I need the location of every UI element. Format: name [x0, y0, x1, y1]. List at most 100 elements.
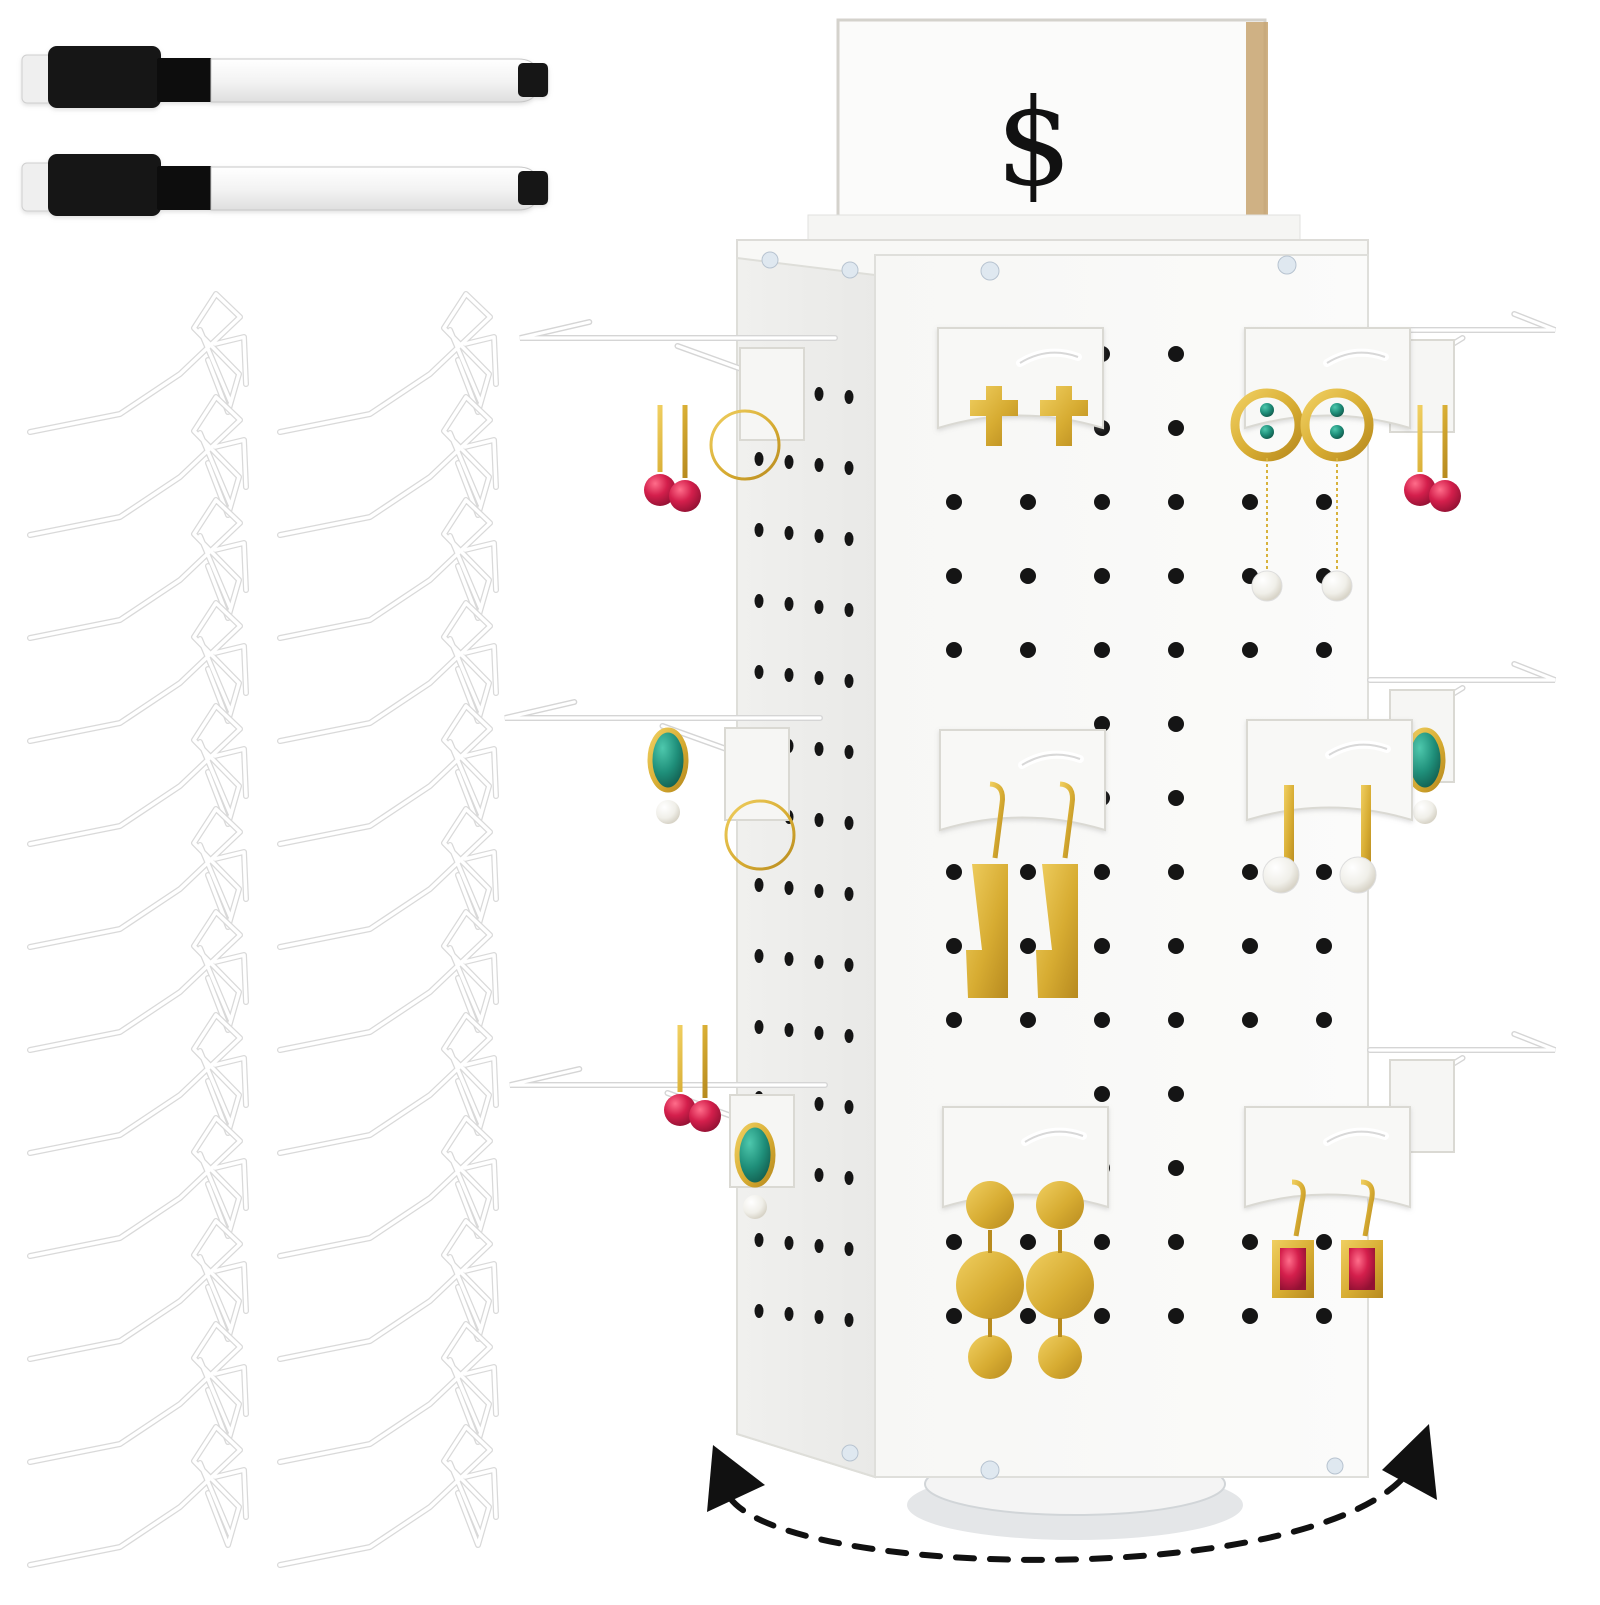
side-pegboard-hole: [844, 1313, 854, 1327]
earring-card: [1230, 327, 1411, 602]
wall-hook: [277, 394, 499, 538]
side-pegboard-hole: [844, 390, 854, 404]
rotate-right-arrow: [1382, 1424, 1437, 1500]
wall-hook: [277, 703, 499, 847]
pegboard-hole: [1094, 938, 1110, 954]
bar-earring: [966, 864, 1008, 998]
pegboard-hole: [1242, 1012, 1258, 1028]
wall-hook: [277, 1218, 499, 1362]
wall-hook: [277, 600, 499, 744]
side-pegboard-hole: [814, 1239, 824, 1253]
side-pegboard-hole: [754, 665, 764, 679]
pegboard-hole: [1316, 642, 1332, 658]
side-pegboard-hole: [814, 742, 824, 756]
pegboard-hole: [1316, 1012, 1332, 1028]
side-pegboard-hole: [754, 594, 764, 608]
side-display-hook: [519, 319, 838, 441]
pegboard-hole: [1020, 494, 1036, 510]
pegboard-hole: [1094, 864, 1110, 880]
pegboard-hole: [1020, 1012, 1036, 1028]
pegboard-hole: [1094, 642, 1110, 658]
pegboard-hole: [1316, 1308, 1332, 1324]
earring-card: [942, 1106, 1109, 1379]
pearl-bar-earring: [1284, 785, 1294, 875]
side-pegboard-hole: [844, 1242, 854, 1256]
earring-card: [1246, 719, 1413, 894]
cross-earring: [1040, 386, 1088, 446]
side-pegboard-hole: [844, 603, 854, 617]
wall-hook: [277, 291, 499, 435]
side-pegboard-hole: [844, 1100, 854, 1114]
pegboard-hole: [1168, 642, 1184, 658]
side-pegboard-hole: [814, 458, 824, 472]
pegboard-hole: [1316, 1234, 1332, 1250]
side-pegboard-hole: [844, 1171, 854, 1185]
side-pegboard-hole: [844, 816, 854, 830]
side-pegboard-hole: [814, 387, 824, 401]
side-pegboard-hole: [814, 671, 824, 685]
pegboard-hole: [1020, 1234, 1036, 1250]
side-pegboard-hole: [784, 881, 794, 895]
pegboard-hole: [1168, 568, 1184, 584]
side-pegboard-hole: [814, 1310, 824, 1324]
side-pegboard-hole: [784, 668, 794, 682]
pegboard-hole: [1094, 568, 1110, 584]
side-pegboard-hole: [814, 529, 824, 543]
pegboard-hole: [946, 1234, 962, 1250]
pegboard-hole: [1168, 1086, 1184, 1102]
pegboard-hole: [946, 568, 962, 584]
side-pegboard-hole: [754, 878, 764, 892]
side-pegboard-hole: [814, 955, 824, 969]
pegboard-hole: [1020, 568, 1036, 584]
rotate-left-arrow: [707, 1445, 765, 1512]
side-earring: [644, 405, 701, 512]
wall-hook: [27, 600, 249, 744]
pegboard-hole: [1242, 494, 1258, 510]
side-pegboard-hole: [844, 958, 854, 972]
side-earring: [734, 1122, 776, 1219]
dry-erase-marker: [21, 154, 549, 216]
pegboard-hole: [1094, 1234, 1110, 1250]
pegboard-hole: [946, 494, 962, 510]
pegboard-hole: [1168, 1234, 1184, 1250]
wall-hook: [27, 1115, 249, 1259]
wall-hook: [277, 497, 499, 641]
pegboard-hole: [1316, 938, 1332, 954]
wall-hook: [27, 1012, 249, 1156]
pegboard-hole: [1094, 1086, 1110, 1102]
wall-hook: [27, 1218, 249, 1362]
side-pegboard-hole: [754, 1304, 764, 1318]
side-hooks: [504, 311, 1557, 1219]
earring-card: [939, 729, 1106, 998]
pegboard-hole: [1168, 1308, 1184, 1324]
pegboard-hole: [1168, 494, 1184, 510]
disc-earring: [966, 1181, 1014, 1229]
side-pegboard-hole: [844, 674, 854, 688]
side-pegboard-hole: [784, 455, 794, 469]
side-pegboard-hole: [784, 1236, 794, 1250]
pearl-bar-earring: [1361, 785, 1371, 875]
pegboard-hole: [1168, 716, 1184, 732]
side-pegboard-hole: [844, 745, 854, 759]
pegboard-hole: [946, 864, 962, 880]
wall-hook: [27, 703, 249, 847]
dry-erase-marker: [21, 46, 549, 108]
wall-hook: [27, 1424, 249, 1568]
side-pegboard-hole: [844, 461, 854, 475]
side-pegboard-hole: [844, 532, 854, 546]
wall-hook: [277, 806, 499, 950]
side-earring: [724, 799, 796, 871]
pegboard-hole: [1094, 494, 1110, 510]
wall-hook: [277, 1115, 499, 1259]
side-pegboard-hole: [754, 949, 764, 963]
marker-set: [21, 46, 549, 216]
wall-hook: [27, 1321, 249, 1465]
side-pegboard-hole: [754, 1020, 764, 1034]
side-pegboard-hole: [754, 523, 764, 537]
side-earring: [1404, 405, 1461, 512]
pegboard-hole: [946, 938, 962, 954]
side-pegboard-hole: [814, 1097, 824, 1111]
side-pegboard-hole: [814, 600, 824, 614]
wall-hook: [27, 394, 249, 538]
wall-hook: [27, 806, 249, 950]
